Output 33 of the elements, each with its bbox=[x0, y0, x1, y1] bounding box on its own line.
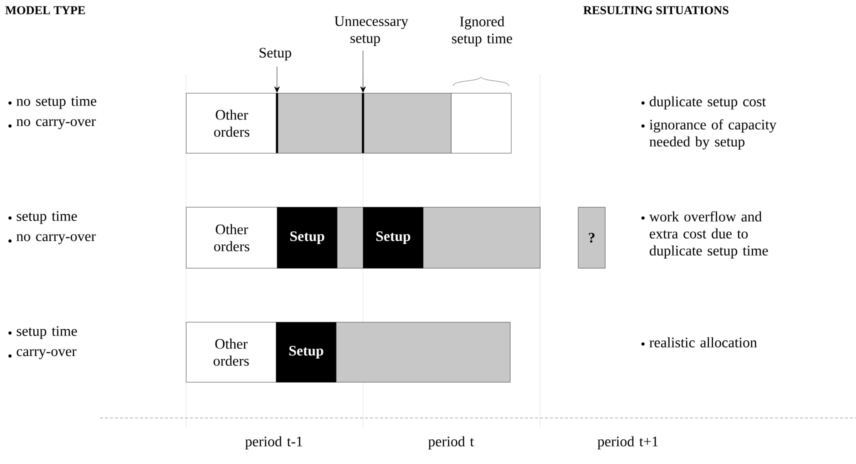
bar-segment bbox=[337, 207, 364, 268]
bar-segment bbox=[363, 93, 452, 154]
text-label: period t bbox=[428, 436, 474, 450]
bullet-item: no setup time bbox=[8, 96, 96, 109]
arrow bbox=[360, 50, 366, 93]
bar-segment: Other orders bbox=[186, 207, 278, 268]
arrow bbox=[274, 66, 280, 93]
text-label: Ignored setup time bbox=[452, 16, 512, 46]
bar-segment bbox=[451, 93, 512, 154]
setup-block: Setup bbox=[276, 322, 336, 382]
setup-block: Setup bbox=[277, 207, 338, 268]
bullet-item: work overflow and extra cost due to duplicate setup time bbox=[641, 211, 768, 258]
bar-segment: Other orders bbox=[186, 322, 276, 382]
bullet-item: setup time bbox=[8, 326, 77, 339]
annotation-label: Unnecessary setup bbox=[334, 16, 408, 46]
bullet-item: no carry-over bbox=[8, 234, 96, 244]
bullet-item: carry-over bbox=[8, 349, 76, 360]
annotation-label: Setup bbox=[260, 48, 292, 61]
heading: RESULTING SITUATIONS bbox=[583, 6, 728, 14]
text-label: period t+1 bbox=[598, 436, 658, 450]
question-box: ? bbox=[578, 207, 606, 268]
setup-block: Setup bbox=[363, 207, 424, 268]
bar-segment bbox=[336, 322, 510, 382]
bullet-item: no carry-over bbox=[8, 119, 96, 130]
bar-segment: Other orders bbox=[186, 93, 278, 154]
bullet-item: setup time bbox=[8, 211, 77, 224]
bullet-item: ignorance of capacity needed by setup bbox=[641, 119, 776, 150]
bar-segment bbox=[277, 93, 364, 154]
bar-segment bbox=[423, 207, 540, 268]
heading: MODEL TYPE bbox=[5, 6, 85, 14]
bullet-item: duplicate setup cost bbox=[641, 96, 766, 110]
bullet-item: realistic allocation bbox=[641, 337, 757, 348]
text-label: period t-1 bbox=[245, 436, 302, 450]
